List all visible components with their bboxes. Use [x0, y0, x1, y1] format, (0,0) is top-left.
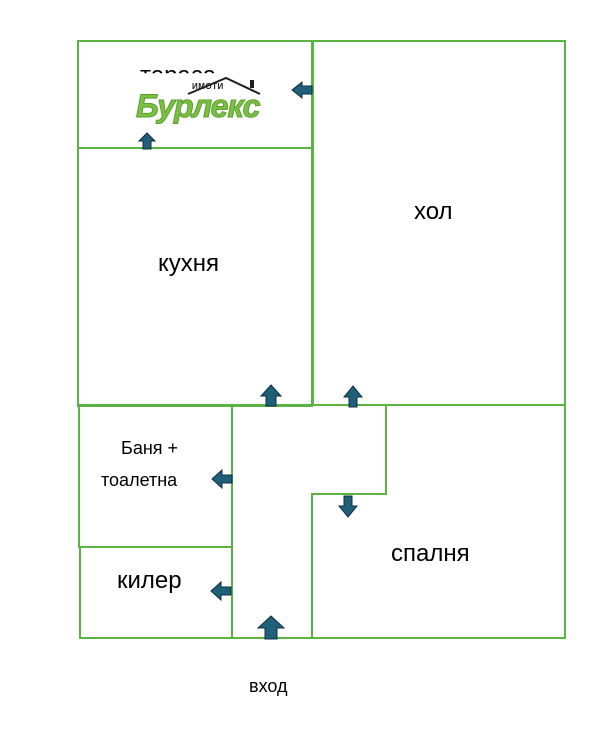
living-room-label: хол [414, 198, 453, 225]
entrance-label: вход [249, 676, 288, 696]
arrow-left-icon [210, 580, 232, 602]
logo-tagline: ИМОТИ [192, 82, 224, 91]
bedroom-walls [311, 404, 566, 639]
logo-brand-name: Бурлекс [135, 88, 260, 125]
arrow-up-icon [342, 385, 364, 408]
bathroom-label-line1: Баня + [121, 438, 179, 458]
arrow-left-icon [211, 468, 233, 490]
bathroom-label-line2: тоалетна [101, 470, 178, 490]
brand-logo: ИМОТИ Бурлекс [135, 76, 266, 128]
pantry-label: килер [117, 567, 182, 594]
arrow-down-icon [337, 495, 359, 518]
arrow-up-icon [259, 384, 283, 407]
house-roof-icon [187, 76, 261, 95]
hallway-walls [231, 404, 387, 639]
terrace-label: тераса [140, 62, 217, 89]
kitchen-label: кухня [158, 250, 220, 277]
arrow-left-icon [291, 80, 313, 100]
arrow-up-icon [256, 615, 286, 640]
bedroom-label: спалня [391, 540, 470, 567]
arrow-up-icon [137, 132, 157, 150]
